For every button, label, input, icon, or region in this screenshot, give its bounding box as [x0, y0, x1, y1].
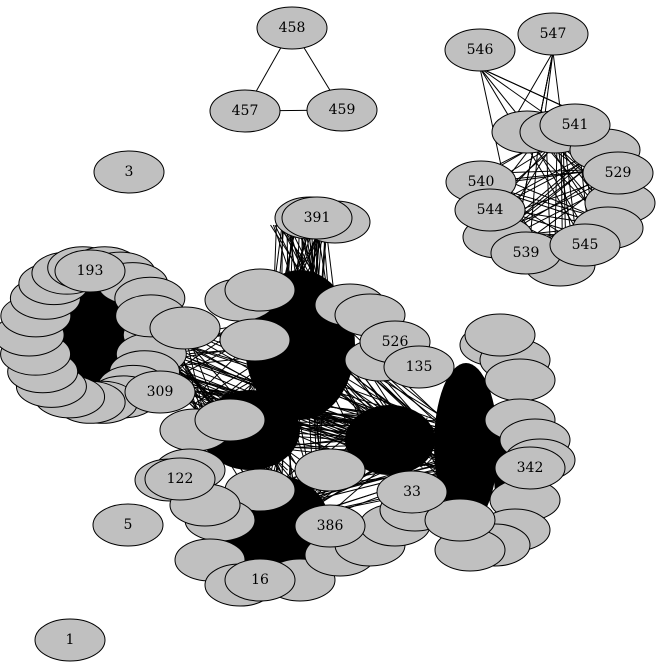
labeled-nodes: 458 457 459 3 546 547 540 544 541 529 53… — [34, 6, 654, 662]
right-cluster-node — [484, 358, 556, 402]
node-label: 546 — [467, 42, 494, 58]
left-cluster-node — [149, 306, 221, 350]
node-457: 457 — [209, 89, 281, 133]
node-309: 309 — [124, 370, 196, 414]
node-label: 3 — [125, 164, 134, 180]
node-label: 193 — [77, 263, 104, 279]
node-193: 193 — [54, 249, 126, 293]
node-label: 5 — [124, 517, 133, 533]
center-cluster-node — [194, 398, 266, 442]
hub-edge — [479, 67, 518, 115]
node-label: 33 — [403, 484, 421, 500]
node-386: 386 — [294, 504, 366, 548]
hub-edge — [479, 67, 566, 108]
right-cluster-edges — [434, 363, 498, 527]
center-right-edges — [345, 405, 435, 475]
node-539: 539 — [490, 231, 562, 275]
node-label: 540 — [468, 174, 495, 190]
node-459: 459 — [306, 88, 378, 132]
center-cluster-node — [294, 448, 366, 492]
node-545: 545 — [549, 223, 621, 267]
node-391: 391 — [281, 196, 353, 240]
node-541: 541 — [539, 103, 611, 147]
node-label: 122 — [167, 471, 194, 487]
node-458: 458 — [256, 6, 328, 50]
node-342: 342 — [494, 446, 566, 490]
node-label: 545 — [572, 237, 599, 253]
node-529: 529 — [582, 151, 654, 195]
right-cluster-node — [464, 313, 536, 357]
dense-edge — [192, 348, 217, 410]
center-cluster-node — [224, 268, 296, 312]
right-cluster-node — [424, 498, 496, 542]
node-label: 1 — [66, 632, 75, 648]
node-5: 5 — [92, 503, 164, 547]
hub-edge — [544, 51, 554, 115]
hub-edge — [516, 51, 554, 115]
node-label: 16 — [251, 572, 269, 588]
node-label: 386 — [317, 518, 344, 534]
node-546: 546 — [444, 28, 516, 72]
node-label: 544 — [477, 202, 504, 218]
node-label: 526 — [382, 334, 409, 350]
node-label: 135 — [406, 359, 433, 375]
hub-edge — [479, 67, 546, 115]
node-label: 547 — [540, 26, 567, 42]
node-547: 547 — [517, 12, 589, 56]
node-label: 458 — [279, 20, 306, 36]
node-3: 3 — [93, 150, 165, 194]
node-135: 135 — [383, 345, 455, 389]
center-cluster-node — [219, 318, 291, 362]
node-label: 391 — [304, 210, 331, 226]
node-label: 529 — [605, 165, 632, 181]
node-label: 457 — [232, 103, 259, 119]
node-544: 544 — [454, 188, 526, 232]
node-label: 459 — [329, 102, 356, 118]
node-label: 539 — [513, 245, 540, 261]
node-label: 309 — [147, 384, 174, 400]
node-label: 541 — [562, 117, 589, 133]
node-122: 122 — [144, 457, 216, 501]
node-label: 342 — [517, 460, 544, 476]
node-16: 16 — [224, 558, 296, 602]
node-33: 33 — [376, 470, 448, 514]
node-1: 1 — [34, 618, 106, 662]
